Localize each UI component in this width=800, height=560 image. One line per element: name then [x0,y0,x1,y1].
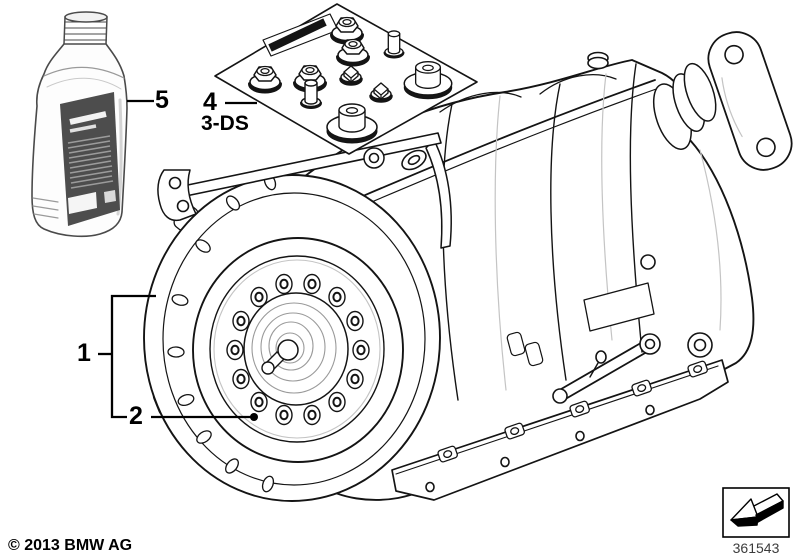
torque-converter-illustration [192,237,404,463]
callout-lines [98,99,258,421]
direction-arrow-icon [730,493,784,527]
transmission-illustration [143,31,793,502]
fastener-kit-illustration [214,3,478,155]
oil-bottle-illustration [31,11,128,238]
callout-1-label: 1 [77,339,91,367]
kit-code-label: 3-DS [201,112,249,135]
diagram-number: 361543 [732,540,780,556]
copyright-text: © 2013 BMW AG [8,537,133,554]
direction-arrow-box [722,487,790,538]
callout-4-label: 4 [203,88,217,116]
callout-2-label: 2 [129,402,143,430]
callout-5-label: 5 [155,86,169,114]
